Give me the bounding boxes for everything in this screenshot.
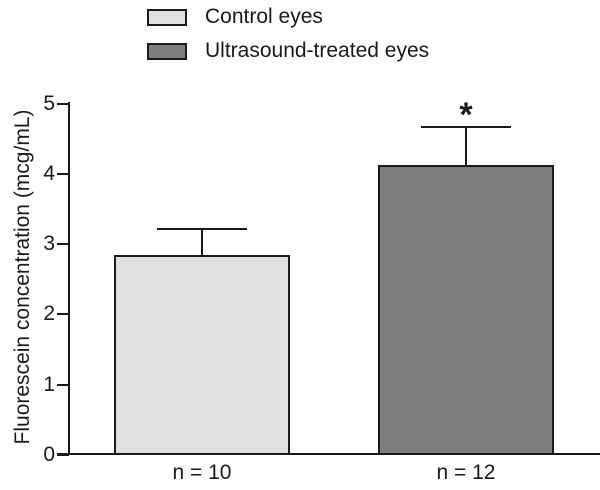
error-bar-cap-ultrasound-treated-eyes xyxy=(421,125,511,128)
error-bar-cap-control-eyes xyxy=(157,227,247,230)
y-axis-line xyxy=(68,102,70,455)
error-bar-stem-ultrasound-treated-eyes xyxy=(465,126,467,166)
y-tick-mark-5 xyxy=(57,102,69,105)
bar-control-eyes xyxy=(114,254,290,455)
y-tick-mark-4 xyxy=(57,172,69,175)
legend-swatch-control-eyes xyxy=(147,8,187,26)
x-axis-baseline xyxy=(57,453,600,455)
x-tick-label-n-12: n = 12 xyxy=(436,461,496,484)
y-axis-title: Fluorescein concentration (mcg/mL) xyxy=(11,109,34,445)
y-tick-label-3: 3 xyxy=(43,232,55,256)
y-tick-label-2: 2 xyxy=(43,302,55,326)
x-tick-label-n-10: n = 10 xyxy=(172,461,232,484)
y-tick-label-1: 1 xyxy=(43,372,55,396)
legend-item-control-eyes: Control eyes xyxy=(147,4,429,30)
y-tick-mark-3 xyxy=(57,243,69,246)
significance-asterisk: * xyxy=(459,95,473,134)
legend-swatch-ultrasound-treated-eyes xyxy=(147,42,187,60)
legend-label: Control eyes xyxy=(205,5,323,28)
y-tick-label-5: 5 xyxy=(43,91,55,115)
error-bar-stem-control-eyes xyxy=(201,228,203,255)
y-tick-mark-2 xyxy=(57,313,69,316)
y-tick-label-4: 4 xyxy=(43,161,55,185)
legend-label: Ultrasound-treated eyes xyxy=(205,39,430,62)
legend-item-ultrasound-treated-eyes: Ultrasound-treated eyes xyxy=(147,38,429,64)
bar-ultrasound-treated-eyes xyxy=(378,165,554,455)
y-tick-mark-0 xyxy=(57,454,69,456)
y-tick-mark-1 xyxy=(57,383,69,386)
y-tick-label-0: 0 xyxy=(43,443,55,466)
